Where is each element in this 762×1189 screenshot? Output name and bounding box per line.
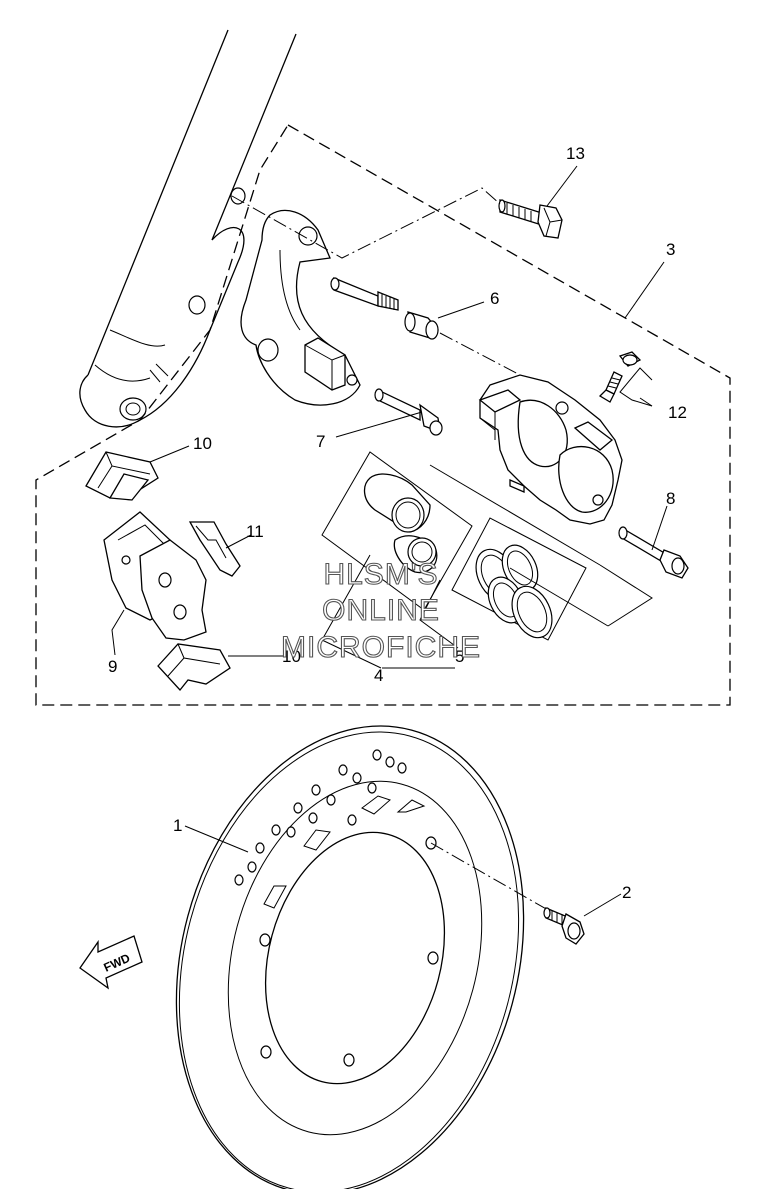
front-fork-leg (79, 29, 297, 428)
callout-9: 9 (108, 657, 117, 676)
callout-8: 8 (666, 489, 675, 508)
pad-support-10-upper (85, 451, 159, 501)
piston (363, 473, 438, 574)
callout-10-lower: 10 (282, 647, 301, 666)
piston-seals (475, 544, 553, 639)
bushing-6 (404, 311, 439, 340)
piston-group-box (321, 451, 473, 611)
watermark-line-1: HLSM'S (323, 558, 438, 591)
bolt-8 (618, 526, 689, 579)
callout-13: 13 (566, 144, 585, 163)
bolt-7 (374, 388, 443, 436)
watermark: HLSM'S ONLINE MICROFICHE (280, 557, 481, 664)
watermark-line-3: MICROFICHE (281, 631, 481, 664)
bolt-13-axis (231, 187, 501, 259)
seal-group-box (451, 517, 587, 641)
watermark-line-2: ONLINE (322, 594, 440, 627)
callout-4: 4 (374, 666, 383, 685)
callout-10-upper: 10 (193, 434, 212, 453)
bolt-13 (498, 199, 563, 239)
callout-1: 1 (173, 816, 182, 835)
callout-6: 6 (490, 289, 499, 308)
leader-lines (111, 165, 668, 917)
bleeder-screw-12 (598, 351, 642, 403)
caliper-body (478, 374, 623, 525)
callout-5: 5 (455, 647, 464, 666)
caliper-bracket (240, 209, 361, 406)
pad-spring-11 (188, 521, 241, 577)
callout-7: 7 (316, 432, 325, 451)
callout-2: 2 (622, 883, 631, 902)
disc-bolt-2 (543, 907, 585, 945)
callout-3: 3 (666, 240, 675, 259)
callout-11: 11 (246, 522, 264, 541)
fwd-arrow-icon: FWD (79, 935, 143, 990)
pad-support-10-lower (157, 643, 231, 691)
brake-pads-9 (103, 511, 207, 641)
brake-disc-1 (175, 725, 525, 1189)
caliper-assembly-boundary (35, 124, 731, 706)
callout-12: 12 (668, 403, 687, 422)
callout-labels: 13 3 6 12 7 10 8 11 9 10 5 4 1 2 (108, 144, 687, 902)
slide-pin (330, 277, 399, 311)
